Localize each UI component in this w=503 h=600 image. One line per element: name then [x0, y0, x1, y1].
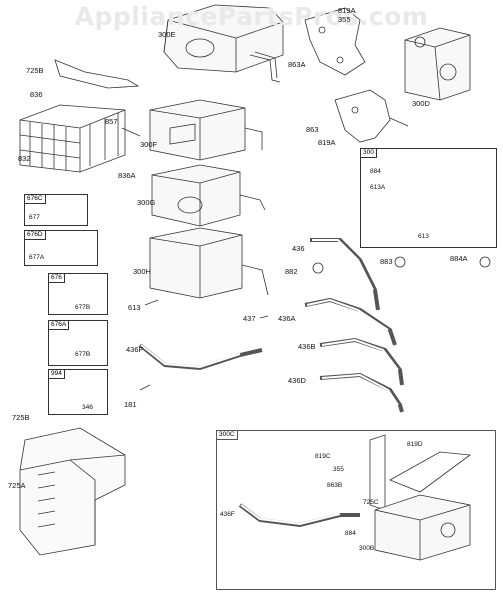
label-181: 181: [124, 400, 137, 409]
label-857: 857: [105, 117, 118, 126]
bolt-613-drawing: [144, 299, 159, 306]
label-613: 613: [128, 303, 141, 312]
kit-box-300: 300 884 613A 613: [360, 148, 497, 248]
exhaust-pipe-436-drawing: [310, 238, 380, 311]
kit-box-676c: 676C 677: [24, 194, 88, 226]
label-437: 437: [243, 314, 256, 323]
bracket-863-drawing: [334, 89, 391, 143]
label-300e: 300E: [158, 30, 176, 39]
label-436: 436: [292, 244, 305, 253]
label-725b-low: 725B: [12, 413, 30, 422]
kit-box-676a-tab: 676A: [49, 321, 70, 330]
kit-group-300c-label-355: 355: [333, 466, 344, 473]
label-436d: 436D: [288, 376, 306, 385]
heat-shield-725a-drawing: [19, 427, 126, 556]
exhaust-pipe-436f-drawing: [138, 343, 263, 371]
muffler-300h-drawing: [149, 227, 269, 299]
label-725a: 725A: [8, 481, 26, 490]
kit-box-676a: 676A 677B: [48, 320, 108, 366]
kit-box-676d: 676D 677A: [24, 230, 98, 266]
bolt-857-drawing: [121, 127, 141, 137]
gasket-883-drawing: [394, 256, 406, 268]
label-436b: 436B: [298, 342, 316, 351]
kit-box-676d-label-677a: 677A: [29, 254, 45, 261]
kit-group-300c-label-300b: 300B: [359, 545, 375, 552]
kit-box-994-tab: 994: [49, 370, 65, 379]
label-436a: 436A: [278, 314, 296, 323]
kit-box-300-label-613a: 613A: [370, 184, 386, 191]
muffler-300f-drawing: [149, 99, 263, 161]
label-884a: 884A: [450, 254, 468, 263]
kit-group-300c: 300C 819C 355 819D 863B 725C 436F 884 30…: [216, 430, 496, 590]
kit-box-300-label-613: 613: [418, 233, 429, 240]
kit-box-994: 994 346: [48, 369, 108, 415]
kit-group-300c-label-884: 884: [345, 530, 356, 537]
label-832: 832: [18, 154, 31, 163]
label-725b: 725B: [26, 66, 44, 75]
muffler-300g-drawing: [151, 164, 266, 227]
label-836: 836: [30, 90, 43, 99]
label-300h: 300H: [133, 267, 151, 276]
gasket-882-drawing: [312, 262, 324, 274]
kit-box-676: 676 677B: [48, 273, 108, 315]
muffler-300d-drawing: [404, 27, 471, 101]
bolt-437-drawing: [259, 315, 269, 319]
kit-box-676-label-677b: 677B: [75, 304, 91, 311]
muffler-300e-drawing: [163, 4, 284, 83]
kit-box-676a-label-677b: 677B: [75, 351, 91, 358]
muffler-guard-cage-drawing: [19, 104, 126, 173]
bracket-863a-drawing: [304, 7, 366, 76]
kit-group-300c-label-725c: 725C: [363, 499, 379, 506]
label-836a: 836A: [118, 171, 136, 180]
kit-box-676c-tab: 676C: [25, 195, 46, 204]
kit-box-676-tab: 676: [49, 274, 65, 283]
kit-box-994-label-346: 346: [82, 404, 93, 411]
kit-box-676d-tab: 676D: [25, 231, 46, 240]
label-819a-top: 819A: [338, 6, 356, 15]
kit-box-300-label-884: 884: [370, 168, 381, 175]
label-863: 863: [306, 125, 319, 134]
kit-box-676c-label-677: 677: [29, 214, 40, 221]
label-436f: 436F: [126, 345, 144, 354]
box-300c-assembly-drawing: [238, 434, 472, 561]
label-300d: 300D: [412, 99, 430, 108]
kit-group-300c-label-436f: 436F: [220, 511, 235, 518]
kit-group-300c-label-819d: 819D: [407, 441, 423, 448]
heat-shield-strip-drawing: [54, 59, 140, 89]
watermark-text: AppliancePartsPros.com: [74, 2, 429, 31]
label-300g: 300G: [137, 198, 156, 207]
kit-group-300c-label-863b: 863B: [327, 482, 343, 489]
label-863a: 863A: [288, 60, 306, 69]
label-882: 882: [285, 267, 298, 276]
label-300f: 300F: [140, 140, 158, 149]
gasket-884a-drawing: [479, 256, 491, 268]
stud-181-drawing: [139, 384, 151, 391]
label-355-top: 355: [338, 15, 351, 24]
kit-box-300-tab: 300: [361, 149, 377, 158]
kit-group-300c-tab: 300C: [217, 431, 238, 440]
label-883: 883: [380, 257, 393, 266]
label-819a-mid: 819A: [318, 138, 336, 147]
kit-group-300c-label-819c: 819C: [315, 453, 331, 460]
